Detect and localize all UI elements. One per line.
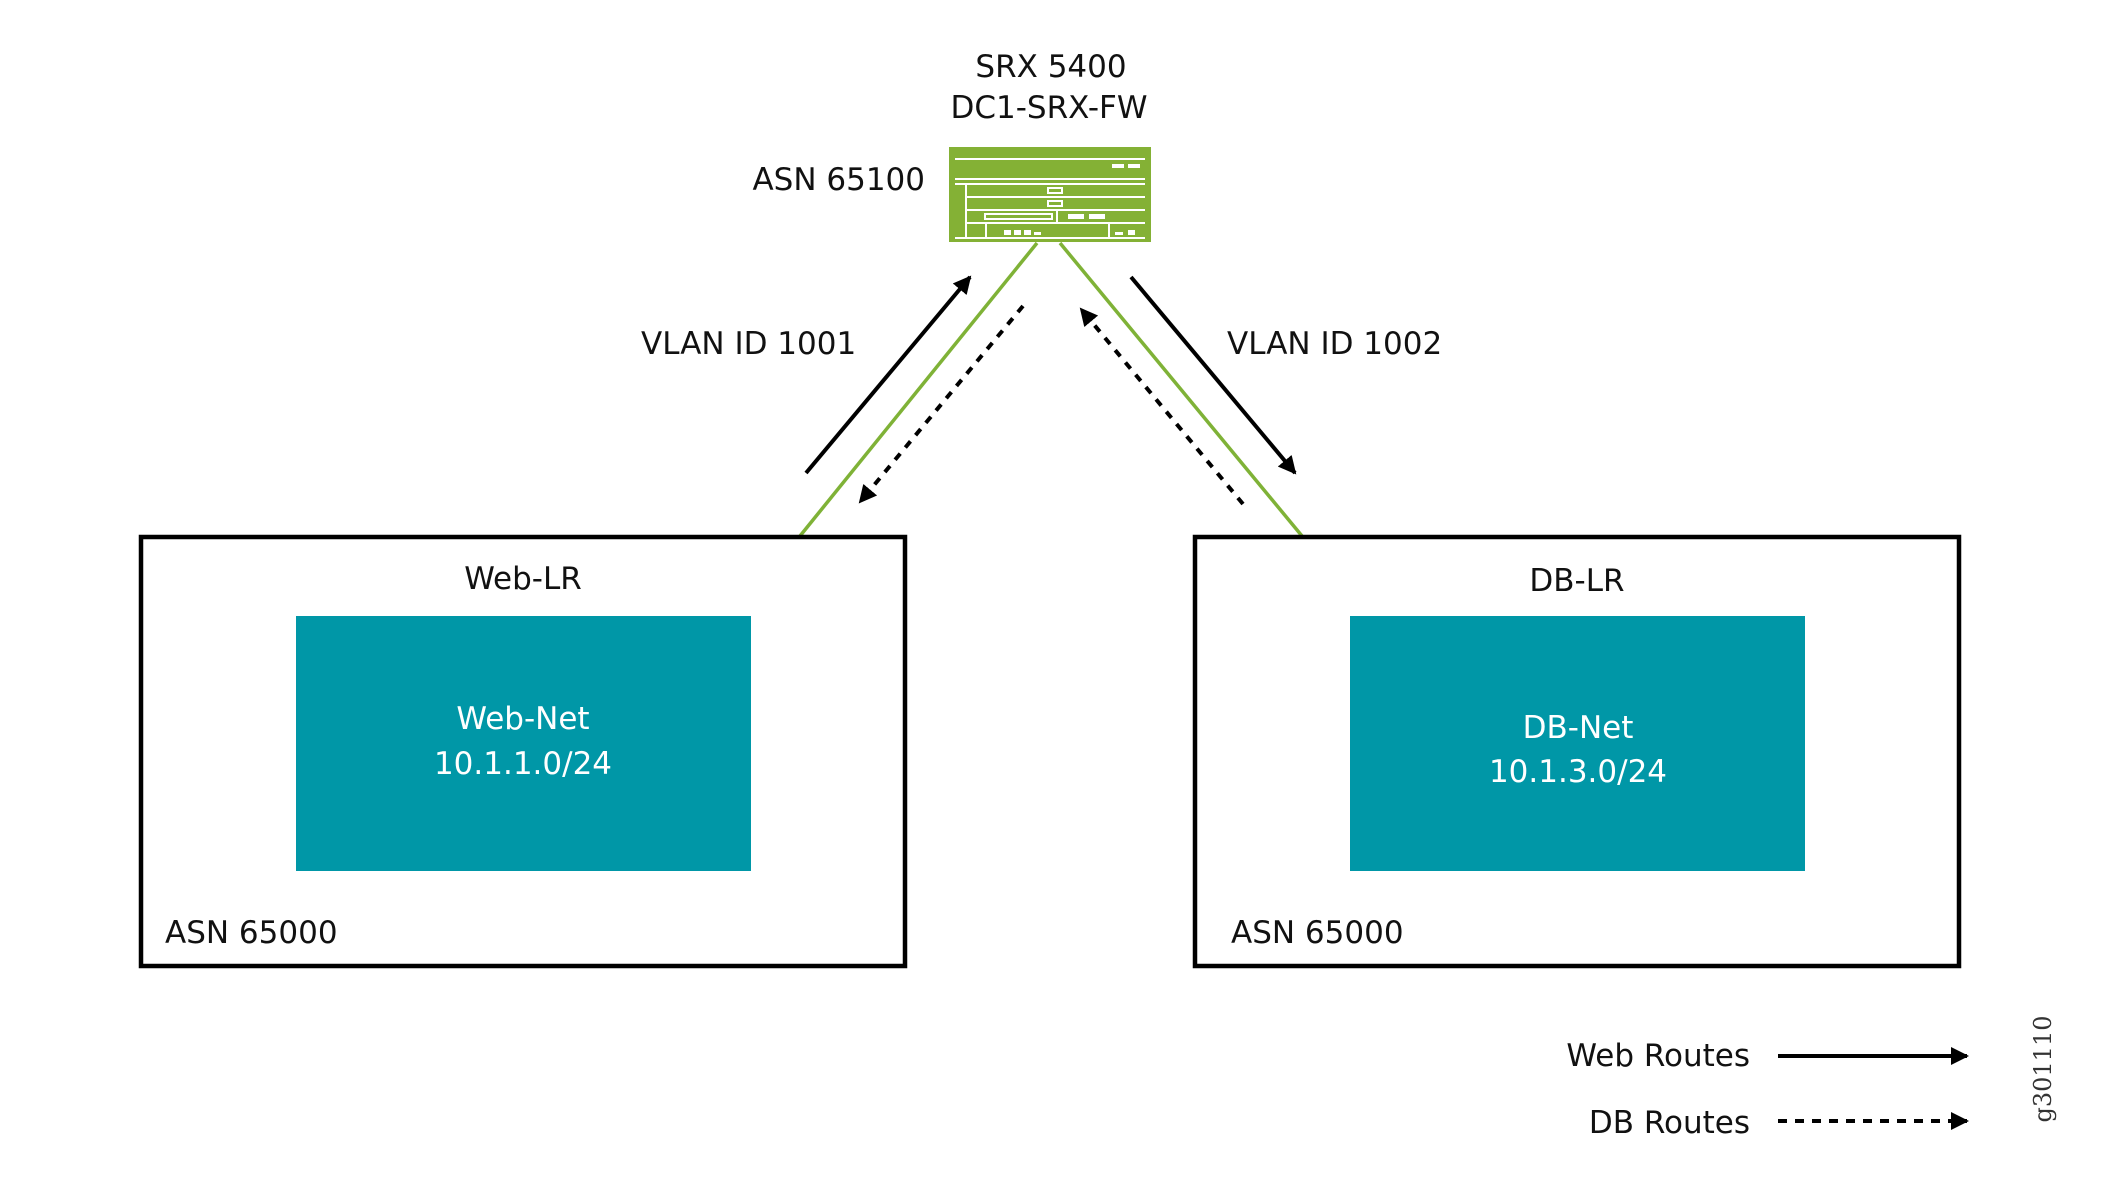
db-lr-label: DB-LR [1529,563,1624,599]
vlan-1002-label: VLAN ID 1002 [1227,326,1442,362]
web-net-name: Web-Net [456,701,589,737]
legend-web-routes-label: Web Routes [1566,1038,1750,1074]
web-lr-asn-label: ASN 65000 [165,915,338,951]
db-lr-asn-label: ASN 65000 [1231,915,1404,951]
legend-db-routes-label: DB Routes [1589,1105,1750,1141]
web-route-arrow-down [1129,275,1297,475]
firewall-asn-label: ASN 65100 [752,162,925,198]
firewall-chassis-icon[interactable] [949,147,1151,242]
web-route-arrow-up [804,275,972,475]
legend: Web Routes DB Routes [1566,1038,1969,1141]
firewall-model-label: SRX 5400 [975,49,1126,85]
web-net-subnet: 10.1.1.0/24 [434,746,612,782]
link-db-lr[interactable] [1058,241,1304,538]
db-route-arrow-down-left [858,304,1025,504]
db-net-subnet: 10.1.3.0/24 [1489,754,1667,790]
vlan-1001-label: VLAN ID 1001 [641,326,856,362]
figure-code: g301110 [2029,1016,2057,1123]
web-lr-label: Web-LR [464,561,582,597]
db-net-box[interactable] [1350,616,1805,871]
web-net-box[interactable] [296,616,751,871]
db-lr-router[interactable]: DB-LR DB-Net 10.1.3.0/24 ASN 65000 [1192,534,1962,969]
db-route-arrow-up-left [1079,307,1245,506]
firewall-hostname-label: DC1-SRX-FW [950,90,1147,126]
web-lr-router[interactable]: Web-LR Web-Net 10.1.1.0/24 ASN 65000 [138,534,908,969]
link-web-lr[interactable] [798,241,1039,538]
db-net-name: DB-Net [1523,710,1634,746]
